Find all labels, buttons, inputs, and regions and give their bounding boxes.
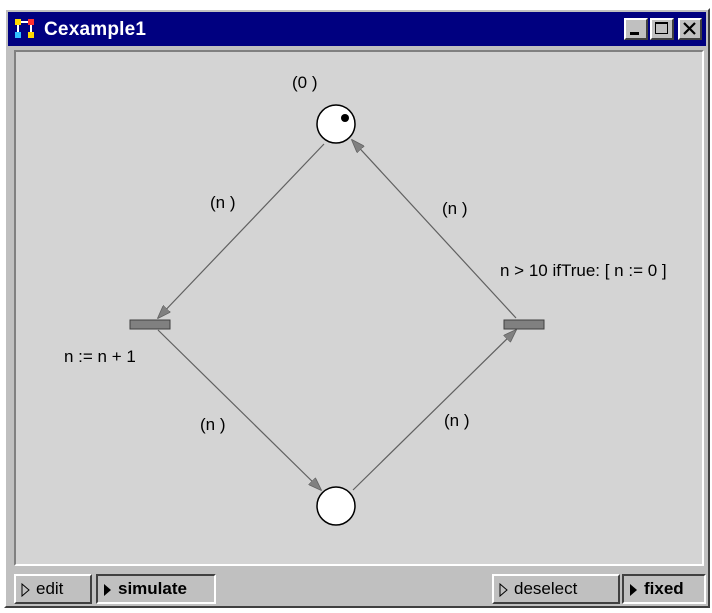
fixed-button[interactable]: fixed: [622, 574, 706, 604]
simulate-button[interactable]: simulate: [96, 574, 216, 604]
fixed-label: fixed: [644, 579, 684, 598]
arc-left-to-bottom[interactable]: [157, 329, 321, 490]
arc-bottom-to-right[interactable]: [352, 330, 516, 491]
arc-label-top-right: (n ): [442, 199, 468, 218]
token-dot: [341, 114, 349, 122]
place-top[interactable]: [316, 104, 356, 144]
mode-toolbar: edit simulate deselect fixed: [8, 572, 706, 606]
deselect-button[interactable]: deselect: [492, 574, 620, 604]
transition-left[interactable]: [129, 319, 171, 330]
arc-label-bottom-right: (n ): [444, 411, 470, 430]
arc-label-top-left: (n ): [210, 193, 236, 212]
maximize-button[interactable]: [650, 18, 674, 40]
minimize-button[interactable]: [624, 18, 648, 40]
app-icon[interactable]: [14, 18, 36, 40]
title-bar[interactable]: Cexample1: [8, 12, 706, 46]
play-filled-icon: [630, 584, 637, 596]
edit-label: edit: [36, 579, 64, 598]
deselect-label: deselect: [514, 579, 578, 598]
minimize-icon: [630, 32, 639, 35]
petri-net-window: Cexample1: [4, 8, 710, 608]
play-outline-icon: [21, 583, 30, 597]
simulate-label: simulate: [118, 579, 187, 598]
left-transition-label: n := n + 1: [64, 347, 136, 366]
top-place-marking: (0 ): [292, 73, 318, 92]
edit-button[interactable]: edit: [14, 574, 92, 604]
transition-right[interactable]: [503, 319, 545, 330]
close-button[interactable]: [678, 18, 702, 40]
play-outline-icon: [499, 583, 508, 597]
arc-right-to-top[interactable]: [352, 140, 517, 319]
maximize-icon: [655, 22, 668, 34]
window-title: Cexample1: [44, 19, 147, 40]
petri-net-canvas[interactable]: (0 ) (n ) (n ) n > 10 ifTrue: [ n := 0 ]…: [14, 50, 704, 566]
place-bottom[interactable]: [316, 486, 356, 526]
arc-label-bottom-left: (n ): [200, 415, 226, 434]
arc-top-to-left[interactable]: [158, 143, 325, 318]
close-icon: [683, 22, 696, 35]
right-transition-label: n > 10 ifTrue: [ n := 0 ]: [500, 261, 667, 280]
play-filled-icon: [104, 584, 111, 596]
